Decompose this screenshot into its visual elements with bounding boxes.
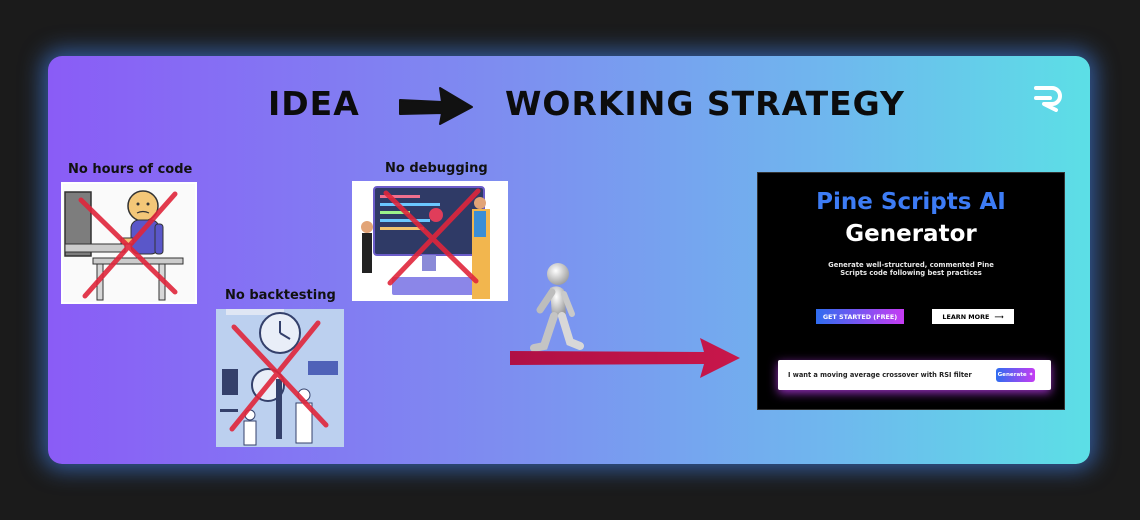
learn-more-button[interactable]: LEARN MORE ⟶ (932, 309, 1014, 324)
generate-button[interactable]: Generate ✦ (996, 368, 1035, 382)
walking-figure-icon (530, 263, 584, 352)
learn-more-label: LEARN MORE (942, 312, 990, 321)
prompt-input[interactable]: I want a moving average crossover with R… (778, 360, 1051, 390)
get-started-button[interactable]: GET STARTED (FREE) (816, 309, 904, 324)
sparkle-icon: ✦ (1028, 372, 1034, 378)
logo-icon (1034, 86, 1062, 112)
cross-icon (229, 320, 329, 432)
no-debugging-label: No debugging (385, 161, 488, 176)
backtesting-illustration (216, 309, 344, 447)
headline-strategy: WORKING STRATEGY (505, 84, 905, 123)
coding-illustration (61, 182, 197, 304)
app-subtitle: Generate well-structured, commented Pine… (828, 261, 994, 277)
right-arrow-icon (399, 87, 473, 125)
app-screenshot: Pine Scripts AI Generator Generate well-… (757, 172, 1065, 410)
headline-idea: IDEA (268, 84, 360, 123)
generate-label: Generate (997, 372, 1027, 378)
cross-icon (383, 188, 481, 286)
debugging-illustration (352, 181, 508, 301)
cross-icon (78, 191, 178, 299)
arrow-right-icon: ⟶ (994, 312, 1004, 321)
no-code-label: No hours of code (68, 162, 193, 177)
prompt-input-text: I want a moving average crossover with R… (788, 371, 972, 379)
progress-arrow-icon (510, 338, 740, 378)
app-title-generator: Generator (845, 221, 977, 247)
no-backtesting-label: No backtesting (225, 288, 336, 303)
app-title: Pine Scripts AI (816, 189, 1006, 215)
